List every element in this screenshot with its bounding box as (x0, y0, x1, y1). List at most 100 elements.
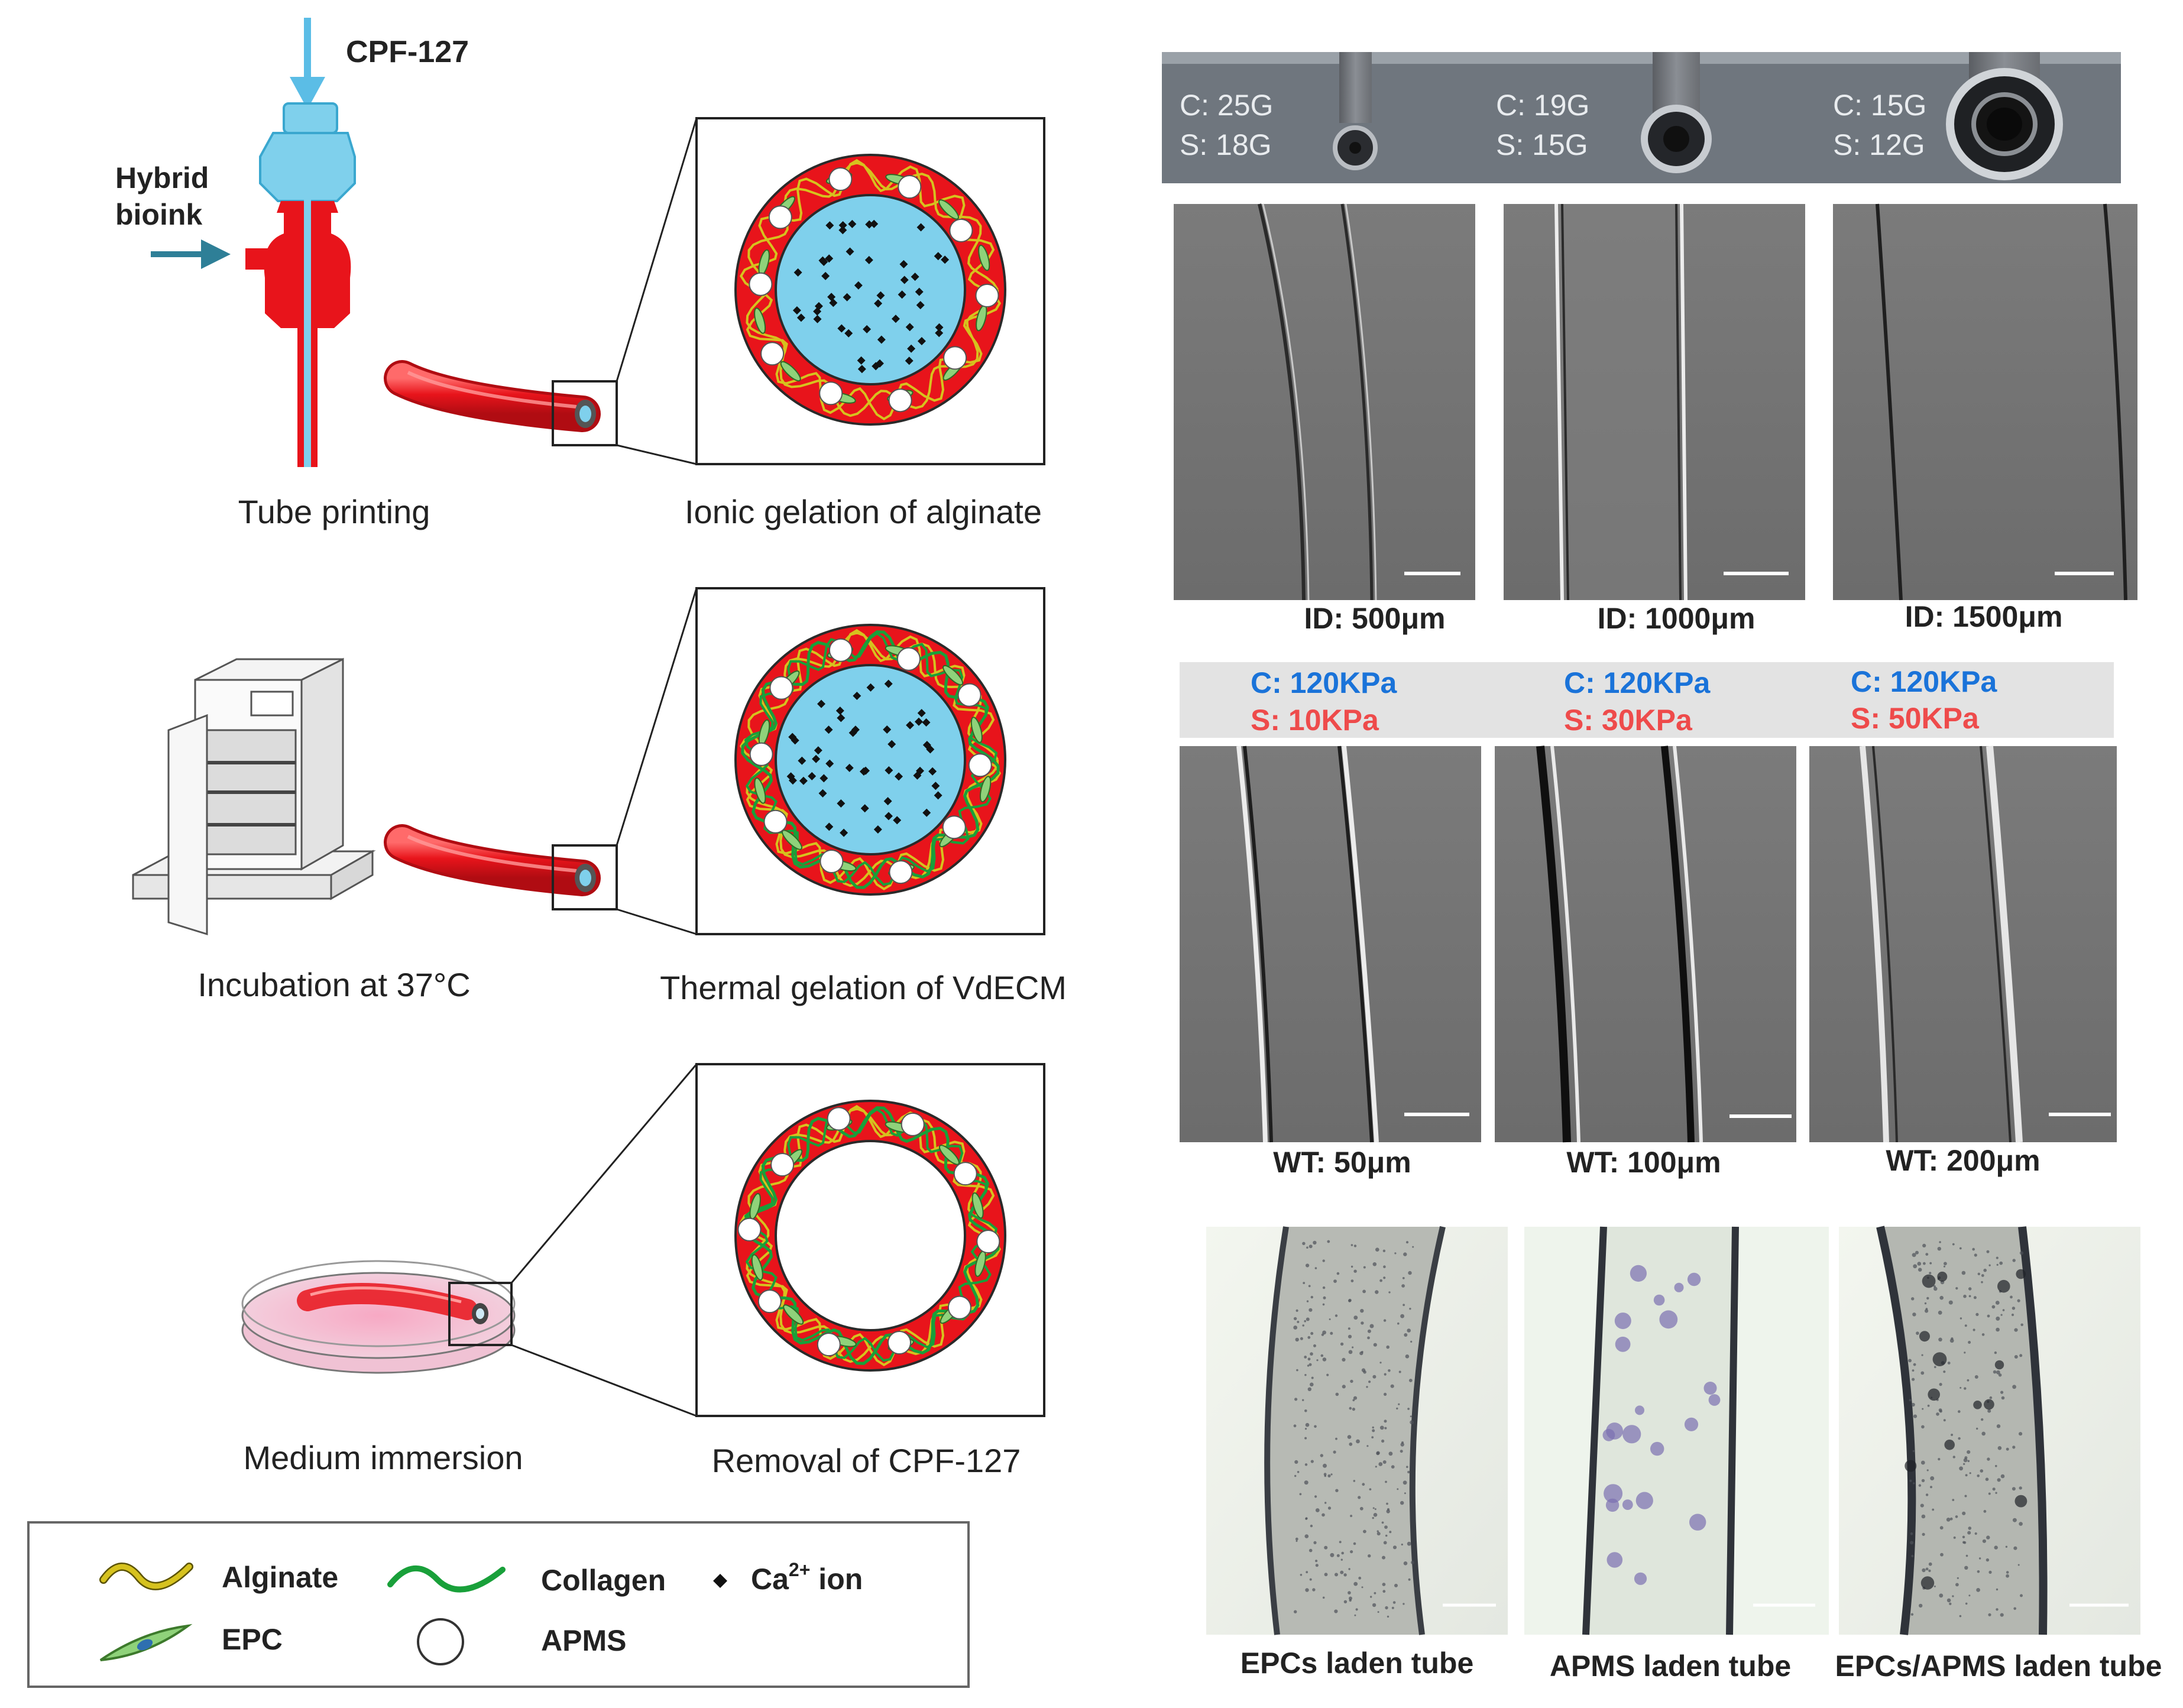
legend-box (27, 1521, 970, 1688)
ca-ion (851, 725, 860, 734)
apms-sphere (975, 283, 999, 307)
apms-sphere (768, 205, 792, 229)
ca-ion (818, 256, 827, 265)
laden-micrograph-3 (1839, 1226, 2140, 1635)
ca-ion (870, 219, 879, 228)
id-caption-1: ID: 500μm (1304, 602, 1445, 635)
ca-ion (837, 799, 846, 808)
apms-sphere (888, 1331, 911, 1354)
epc-cell (754, 777, 766, 804)
ca-ion (917, 709, 926, 718)
step3-right-caption: Removal of CPF-127 (712, 1442, 1021, 1479)
ca-ion (837, 714, 846, 722)
step3-left-caption: Medium immersion (244, 1439, 523, 1476)
petri-dish-illustration (241, 1064, 698, 1417)
needle-photo (1162, 52, 2121, 183)
ca-ion (845, 763, 854, 772)
apms-sphere (949, 218, 973, 242)
ca-ion (860, 804, 869, 813)
ca-ion (813, 315, 822, 323)
needle-1-core: C: 25G (1180, 89, 1273, 122)
ca-ion (793, 268, 802, 277)
ca-ion (891, 315, 900, 323)
incubator-door (167, 714, 208, 936)
ca-ion (814, 746, 822, 755)
apms-sphere (737, 1217, 762, 1242)
ca-ion (825, 759, 834, 768)
fiber (744, 1107, 998, 1362)
ca-ion (812, 754, 821, 763)
ca-ion (935, 323, 944, 332)
legend-ca-superscript: 2+ (789, 1559, 810, 1580)
stiffness-labels: C: 120KPa S: 10KPa C: 120KPa S: 30KPa C:… (1251, 665, 1998, 737)
ca-ion (917, 337, 926, 345)
needle-2-shell: S: 15G (1496, 128, 1588, 161)
ca-ion (899, 260, 908, 268)
ca-ion (853, 692, 861, 700)
printed-tube-1 (384, 118, 698, 465)
apms-sphere (749, 272, 773, 296)
ca-ion (792, 306, 801, 315)
micrograph-speckle (1905, 1269, 2027, 1590)
ca-ion (934, 252, 942, 261)
sacrificial-label: CPF-127 (346, 35, 469, 69)
legend-apms-label: APMS (541, 1624, 626, 1657)
step2-left-caption: Incubation at 37°C (197, 966, 470, 1003)
zoom-box-3 (448, 1282, 513, 1346)
step2-right-caption: Thermal gelation of VdECM (660, 969, 1067, 1006)
ca-ion-swatch (713, 1574, 727, 1588)
epc-cell (978, 244, 990, 271)
ca-ion (817, 699, 825, 708)
epc-cell (783, 1304, 804, 1325)
laden-caption-1: EPCs laden tube (1241, 1647, 1474, 1680)
ca-ion (885, 766, 893, 774)
ca-ion (916, 301, 925, 310)
ca-ion (876, 291, 885, 300)
ca-ion (827, 293, 836, 302)
coaxial-nozzle: CPF-127 Hybrid bioink (115, 18, 469, 467)
id-caption-3: ID: 1500μm (1905, 600, 2063, 633)
ca-ion (786, 772, 795, 781)
micrograph-speckle (1293, 1240, 1414, 1618)
ca-ion (848, 219, 857, 228)
epc-cell (780, 361, 801, 382)
step1-right-caption: Ionic gelation of alginate (685, 493, 1042, 530)
cross-section-thermal-gelation (695, 587, 1045, 935)
epc-cell (971, 1192, 984, 1219)
apms-sphere (817, 1333, 841, 1357)
apms-sphere (942, 815, 966, 840)
wt-micrograph-3 (1809, 746, 2117, 1143)
ca-ion (884, 679, 893, 688)
wt-micrograph-2 (1495, 746, 1796, 1143)
apms-sphere (943, 346, 967, 370)
ca-ion (864, 255, 873, 264)
ca-ion (907, 344, 916, 353)
cross-section-ionic-gelation (695, 117, 1045, 465)
ca-ion (874, 299, 883, 308)
apms-sphere (757, 1289, 782, 1314)
apms-sphere (828, 638, 853, 662)
legend: Alginate Collagen Ca2+ ion EPC APMS (27, 1521, 970, 1688)
core-chamber (259, 132, 356, 202)
ca-ion (941, 255, 950, 264)
ca-ion (844, 329, 853, 338)
ca-ion (798, 756, 807, 765)
ca-ion (820, 774, 828, 783)
ca-ion (799, 776, 808, 785)
ca-ion (791, 736, 799, 745)
ca-ion (905, 356, 914, 365)
micrograph-speckle (1602, 1265, 1721, 1585)
id-micrograph-1 (1174, 203, 1475, 601)
ca-ion (837, 324, 846, 333)
ca-ion (840, 828, 848, 837)
ca-ion (895, 772, 903, 781)
ca-ion (808, 772, 817, 780)
apms-sphere (896, 647, 921, 671)
needle-3-core: C: 15G (1833, 89, 1926, 122)
legend-ca-label: Ca2+ ion (751, 1559, 863, 1596)
apms-sphere (976, 1230, 1000, 1253)
ca-ion (835, 706, 844, 715)
apms-sphere (828, 167, 853, 191)
id-micrograph-3 (1833, 203, 2137, 601)
ca-ion (796, 313, 805, 322)
